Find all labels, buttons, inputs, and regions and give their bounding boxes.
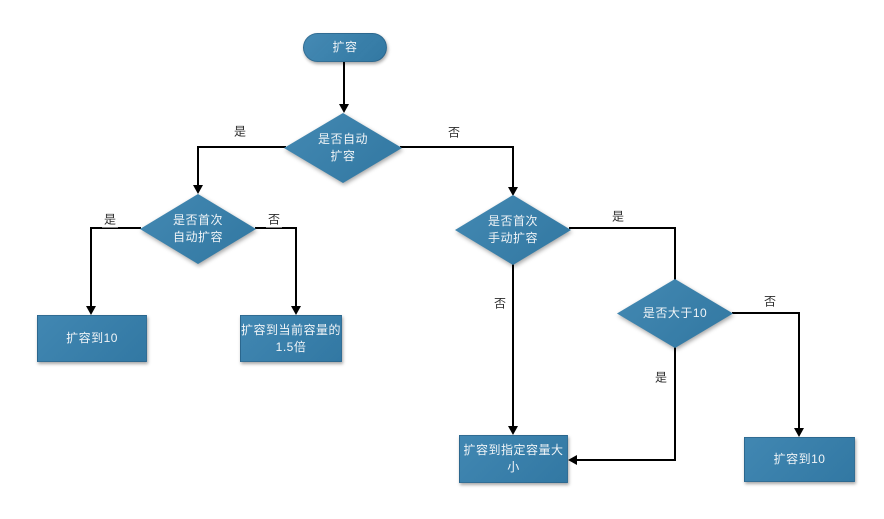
edge-label-auto-no: 否 [445,123,463,141]
flow-line-first-manual-yes-v [674,227,676,280]
decision-auto-expand-label-line2: 扩容 [330,149,356,163]
decision-first-manual-expand-label-line1: 是否首次 [487,213,538,228]
decision-first-manual-expand-shape: 是否首次 手动扩容 [455,195,571,265]
decision-auto-expand-label-line1: 是否自动 [317,131,368,146]
flow-line-first-manual-yes-h [569,227,676,229]
start-node: 扩容 [303,33,387,62]
edge-label-first-manual-no: 否 [491,294,509,312]
flow-line-auto-yes-h [198,146,286,148]
flow-line-gt10-no-v [798,312,800,430]
decision-first-auto-expand: 是否首次 自动扩容 [140,194,256,264]
edge-label-first-auto-no: 否 [265,210,283,228]
flow-line-gt10-no-h [732,312,800,314]
flow-line-first-auto-no-v [295,227,297,308]
decision-greater-than-10: 是否大于10 [617,279,733,348]
decision-auto-expand: 是否自动 扩容 [284,113,402,183]
decision-greater-than-10-label: 是否大于10 [642,305,708,320]
arrowhead-into-expand-to-10-right [794,428,804,437]
edge-label-first-manual-yes: 是 [609,207,627,225]
decision-first-manual-expand: 是否首次 手动扩容 [455,195,571,265]
process-expand-to-10-left-label: 扩容到10 [66,331,118,346]
process-expand-current-capacity: 扩容到当前容量的 1.5倍 [240,315,342,362]
decision-first-manual-expand-label-line2: 手动扩容 [487,231,538,245]
decision-auto-expand-shape: 是否自动 扩容 [284,113,402,183]
flow-line-first-auto-yes-h [91,227,141,229]
flow-line-auto-no-v [512,146,514,189]
edge-label-gt10-yes: 是 [652,368,670,386]
decision-first-auto-expand-shape: 是否首次 自动扩容 [140,194,256,264]
process-expand-to-10-right-label: 扩容到10 [773,452,826,467]
flow-line-start-to-auto [343,61,345,106]
flow-line-first-auto-yes-v [90,227,92,308]
decision-greater-than-10-shape: 是否大于10 [617,279,733,348]
process-expand-to-10-right: 扩容到10 [744,437,855,482]
arrowhead-into-expand-specified-right [568,455,577,465]
process-expand-specified-size-label: 扩容到指定容量大小 [463,443,564,474]
arrowhead-into-first-manual-decision [508,187,518,196]
flow-line-auto-yes-v [197,146,199,187]
edge-label-auto-yes: 是 [231,122,249,140]
flow-line-gt10-yes-v [674,346,676,461]
edge-label-gt10-no: 否 [761,292,779,310]
arrowhead-into-auto-decision [339,104,349,113]
flow-line-gt10-yes-h [577,459,676,461]
arrowhead-into-expand-specified-top [508,426,518,435]
flow-line-first-auto-no-h [255,227,297,229]
edge-label-first-auto-yes: 是 [101,210,119,228]
process-expand-to-10-left: 扩容到10 [37,315,147,362]
decision-first-auto-expand-label-line2: 自动扩容 [172,230,223,244]
start-node-label: 扩容 [332,40,358,55]
flow-line-first-manual-no-v [512,263,514,428]
process-expand-current-capacity-label-line2: 1.5倍 [275,339,307,354]
arrowhead-into-first-auto-decision [193,185,203,194]
process-expand-current-capacity-label-line1: 扩容到当前容量的 [241,322,342,337]
arrowhead-into-expand-current-capacity [291,306,301,315]
decision-first-auto-expand-label-line1: 是否首次 [172,212,223,227]
flow-line-auto-no-h [400,146,514,148]
process-expand-specified-size: 扩容到指定容量大小 [459,435,568,483]
arrowhead-into-expand-to-10-left [86,306,96,315]
